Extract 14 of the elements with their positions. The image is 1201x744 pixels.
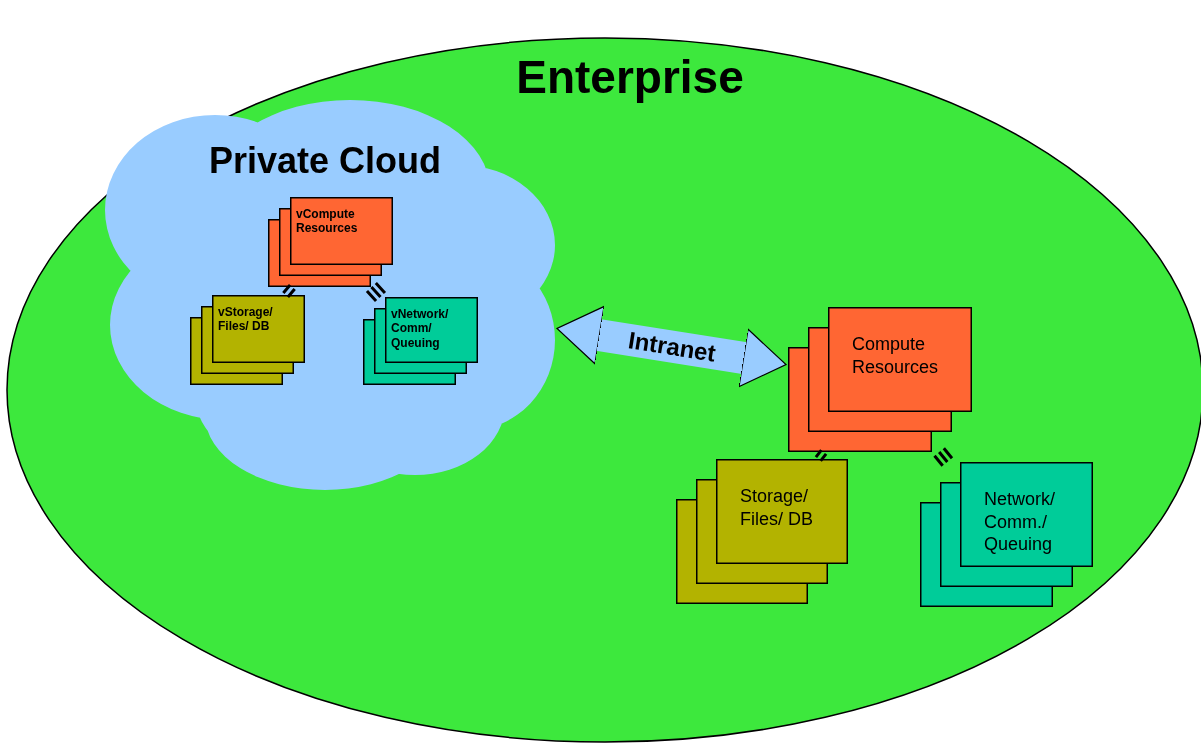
area-title: Enterprise <box>515 50 745 104</box>
connector-lines <box>814 448 828 463</box>
box-label: Compute Resources <box>852 333 940 378</box>
box-label: vStorage/ Files/ DB <box>218 305 274 334</box>
connector-lines <box>933 446 954 468</box>
box-label: vCompute Resources <box>296 207 359 236</box>
box-label: Network/ Comm./ Queuing <box>984 488 1056 556</box>
connector-lines <box>281 283 297 299</box>
edge-label: Intranet <box>625 324 719 369</box>
connector-lines <box>365 281 387 303</box>
box-label: vNetwork/ Comm/ Queuing <box>391 307 450 351</box>
box-label: Storage/ Files/ DB <box>740 485 814 530</box>
cloud-title: Private Cloud <box>207 140 443 182</box>
double-arrow <box>556 305 787 388</box>
